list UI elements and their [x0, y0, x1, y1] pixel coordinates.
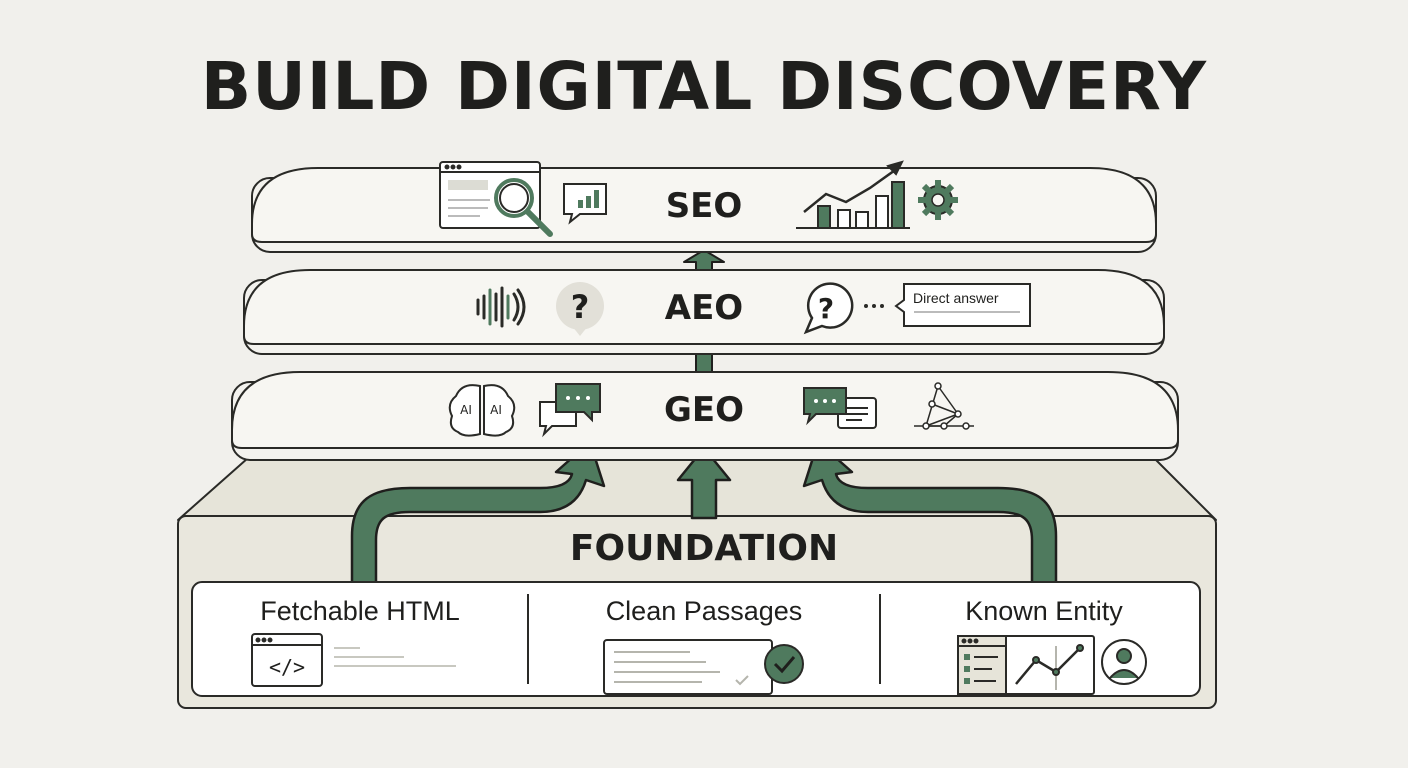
- card-clean-passages-label: Clean Passages: [605, 596, 803, 626]
- growth-chart-icon: [796, 160, 910, 229]
- question-bubble-icon: ?: [556, 282, 604, 336]
- entity-profile-icon: [957, 635, 1147, 695]
- seo-label: SEO: [665, 186, 743, 226]
- chat-bubbles-icon: [539, 383, 601, 438]
- checked-document-icon: [603, 639, 804, 695]
- gear-icon: [918, 180, 958, 220]
- svg-text:AI: AI: [490, 403, 502, 417]
- svg-text:?: ?: [818, 292, 834, 325]
- voice-wave-icon: [476, 286, 526, 328]
- chat-bar-chart-icon: [563, 183, 607, 225]
- knowledge-graph-icon: [914, 382, 974, 430]
- page-title: BUILD DIGITAL DISCOVERY: [200, 48, 1208, 125]
- foundation-title: FOUNDATION: [569, 528, 839, 569]
- message-document-icon: [803, 387, 877, 429]
- svg-text:</>: </>: [269, 655, 305, 679]
- search-page-icon: [439, 161, 553, 237]
- ellipsis-icon: [864, 304, 884, 308]
- direct-answer-callout: [894, 283, 1031, 327]
- geo-label: GEO: [663, 390, 745, 430]
- direct-answer-label: Direct answer: [913, 290, 999, 306]
- question-chat-icon: ?: [803, 282, 854, 335]
- code-window-icon: </>: [251, 633, 456, 687]
- ai-brain-icon: AI AI: [448, 384, 516, 437]
- center-arrow: [676, 446, 732, 520]
- svg-text:AI: AI: [460, 403, 472, 417]
- card-fetchable-html-label: Fetchable HTML: [260, 596, 460, 626]
- svg-text:?: ?: [571, 288, 590, 326]
- aeo-label: AEO: [664, 288, 744, 328]
- card-known-entity-label: Known Entity: [965, 596, 1123, 626]
